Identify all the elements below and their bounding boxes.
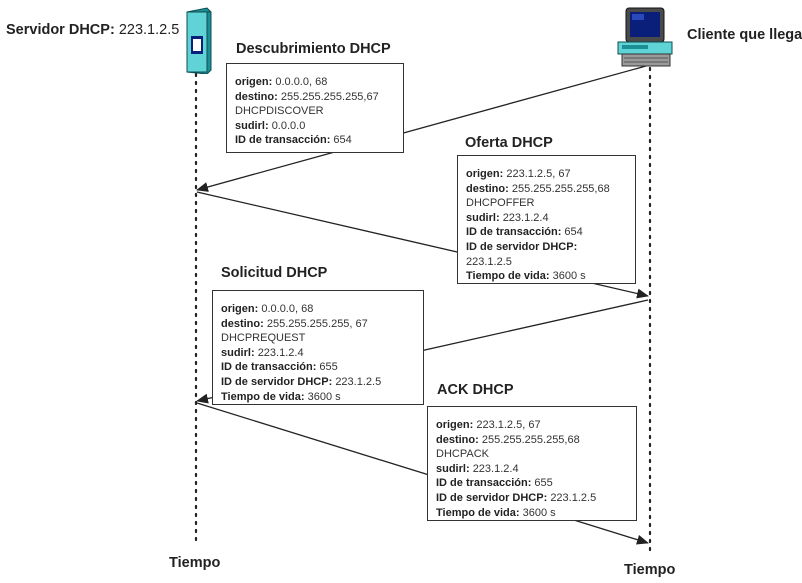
field-row: DHCPOFFER — [466, 197, 535, 210]
field-row: sudirl: 223.1.2.4 — [221, 346, 304, 359]
field-row: origen: 0.0.0.0, 68 — [221, 303, 314, 315]
ack-box: origen: 223.1.2.5, 67 destino: 255.255.2… — [427, 406, 637, 521]
offer-box: origen: 223.1.2.5, 67 destino: 255.255.2… — [457, 155, 636, 284]
field-row: ID de transacción: 654 — [466, 226, 583, 239]
field-row: destino: 255.255.255.255, 67 — [221, 317, 368, 330]
field-row: ID de transacción: 655 — [221, 361, 338, 374]
field-row: ID de transacción: 654 — [235, 134, 352, 147]
field-row: ID de servidor DHCP: 223.1.2.5 — [436, 491, 597, 504]
field-row: DHCPDISCOVER — [235, 105, 324, 118]
ack-title: ACK DHCP — [437, 382, 514, 398]
field-row: destino: 255.255.255.255,68 — [466, 182, 610, 195]
field-row: destino: 255.255.255.255,68 — [436, 433, 580, 446]
field-row: DHCPREQUEST — [221, 332, 306, 345]
field-row: ID de servidor DHCP: 223.1.2.5 — [221, 375, 382, 388]
discover-box: origen: 0.0.0.0, 68 destino: 255.255.255… — [226, 63, 404, 153]
request-title: Solicitud DHCP — [221, 265, 328, 281]
field-row: sudirl: 0.0.0.0 — [235, 119, 306, 132]
time-label-client: Tiempo — [624, 562, 676, 578]
request-box: origen: 0.0.0.0, 68 destino: 255.255.255… — [212, 290, 424, 405]
field-row: origen: 223.1.2.5, 67 — [436, 419, 541, 431]
field-row: origen: 223.1.2.5, 67 — [466, 168, 571, 180]
field-row: sudirl: 223.1.2.4 — [466, 211, 549, 224]
field-row: Tiempo de vida: 3600 s — [221, 390, 341, 403]
offer-title: Oferta DHCP — [465, 135, 553, 151]
server-tower-icon — [183, 6, 213, 75]
field-row: 223.1.2.5 — [466, 255, 512, 268]
arrow-discover — [196, 65, 647, 192]
field-row: origen: 0.0.0.0, 68 — [235, 76, 328, 88]
discover-title: Descubrimiento DHCP — [236, 41, 391, 57]
client-label: Cliente que llega — [687, 27, 802, 43]
desktop-computer-icon — [616, 6, 674, 68]
field-row: destino: 255.255.255.255,67 — [235, 90, 379, 103]
field-row: ID de transacción: 655 — [436, 477, 553, 490]
field-row: DHCPACK — [436, 448, 489, 461]
field-row: ID de servidor DHCP: — [466, 240, 578, 253]
time-label-server: Tiempo — [169, 555, 221, 571]
field-row: sudirl: 223.1.2.4 — [436, 462, 519, 475]
server-label: Servidor DHCP: 223.1.2.5 — [6, 22, 180, 38]
field-row: Tiempo de vida: 3600 s — [436, 506, 556, 519]
field-row: Tiempo de vida: 3600 s — [466, 270, 586, 283]
